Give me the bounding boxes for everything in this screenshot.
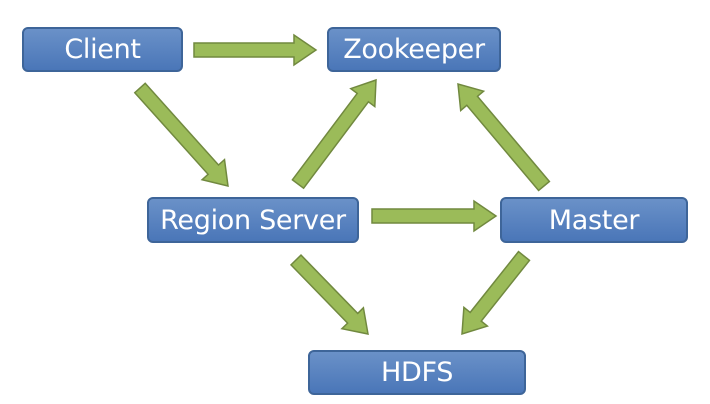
arrow-client-to-zookeeper bbox=[193, 33, 318, 67]
region-server-label: Region Server bbox=[160, 204, 346, 236]
region-server-node: Region Server bbox=[147, 197, 359, 243]
zookeeper-label: Zookeeper bbox=[343, 34, 485, 65]
hdfs-label: HDFS bbox=[380, 357, 454, 388]
client-node: Client bbox=[22, 27, 183, 72]
master-node: Master bbox=[500, 197, 688, 243]
arrow-master-to-hdfs bbox=[461, 250, 531, 336]
client-label: Client bbox=[64, 34, 141, 65]
arrow-region-server-to-hdfs bbox=[289, 254, 369, 335]
master-label: Master bbox=[548, 204, 640, 236]
arrow-region-server-to-zookeeper bbox=[291, 78, 377, 190]
zookeeper-node: Zookeeper bbox=[327, 27, 501, 72]
arrow-client-to-region-server bbox=[133, 82, 229, 187]
hdfs-node: HDFS bbox=[308, 350, 526, 395]
arrow-region-server-to-master bbox=[371, 199, 498, 233]
arrow-master-to-zookeeper bbox=[457, 82, 551, 192]
